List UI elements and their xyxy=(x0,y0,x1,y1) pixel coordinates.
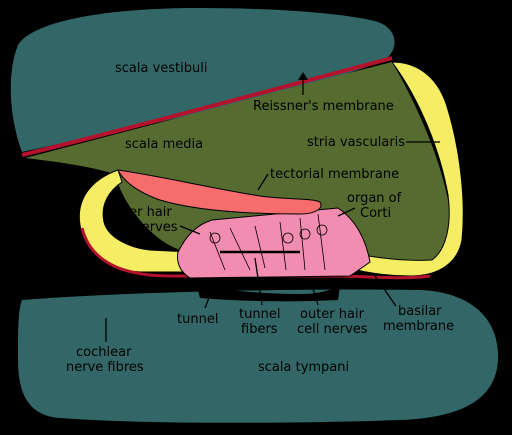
label-organ-of-corti-line1: organ of xyxy=(347,191,402,206)
organ-of-corti-region xyxy=(177,207,371,279)
label-inner-hair-cell-nerves-line1: inner hair xyxy=(109,205,172,220)
lead-basilar-membrane xyxy=(374,275,397,307)
lead-outer-hair-cell-nerves xyxy=(311,284,319,306)
label-scala-media: scala media xyxy=(125,137,203,152)
label-outer-hair-cell-nerves-line2: cell nerves xyxy=(297,322,368,337)
lead-tunnel xyxy=(204,289,213,309)
scala-tympani-region xyxy=(18,289,499,423)
label-scala-vestibuli: scala vestibuli xyxy=(115,61,208,76)
label-tectorial-membrane: tectorial membrane xyxy=(270,167,399,182)
lead-tunnel-fibers xyxy=(254,257,263,306)
nerve-fibres-region xyxy=(196,284,340,302)
tectorial-membrane-shape xyxy=(117,169,322,215)
scala-vestibuli-region xyxy=(10,8,395,152)
lead-inner-hair-cell-nerves xyxy=(179,225,201,235)
label-basilar-membrane-line1: basilar xyxy=(398,304,442,319)
label-cochlear-nerve-fibres-line2: nerve fibres xyxy=(66,360,144,375)
label-tunnel: tunnel xyxy=(177,312,218,327)
lead-organ-of-corti xyxy=(337,207,356,217)
spiral-limbus-cells xyxy=(78,169,191,273)
label-tunnel-fibers-line1: tunnel xyxy=(239,307,280,322)
label-reissners-membrane: Reissner's membrane xyxy=(253,99,394,114)
label-scala-tympani: scala tympani xyxy=(258,360,349,375)
hair-cell-details xyxy=(209,213,328,271)
label-basilar-membrane-line2: membrane xyxy=(383,319,454,334)
label-cochlear-nerve-fibres-line1: cochlear xyxy=(76,345,132,360)
label-organ-of-corti-line2: Corti xyxy=(360,206,391,221)
label-stria-vascularis: stria vascularis xyxy=(307,135,405,150)
label-outer-hair-cell-nerves-line1: outer hair xyxy=(300,307,365,322)
label-tunnel-fibers-line2: fibers xyxy=(241,322,278,337)
lead-tectorial-membrane xyxy=(257,173,269,191)
reissners-membrane-line xyxy=(21,56,393,157)
label-inner-hair-cell-nerves-line2: cell nerves xyxy=(107,220,178,235)
arrow-reissners-membrane xyxy=(298,72,308,80)
